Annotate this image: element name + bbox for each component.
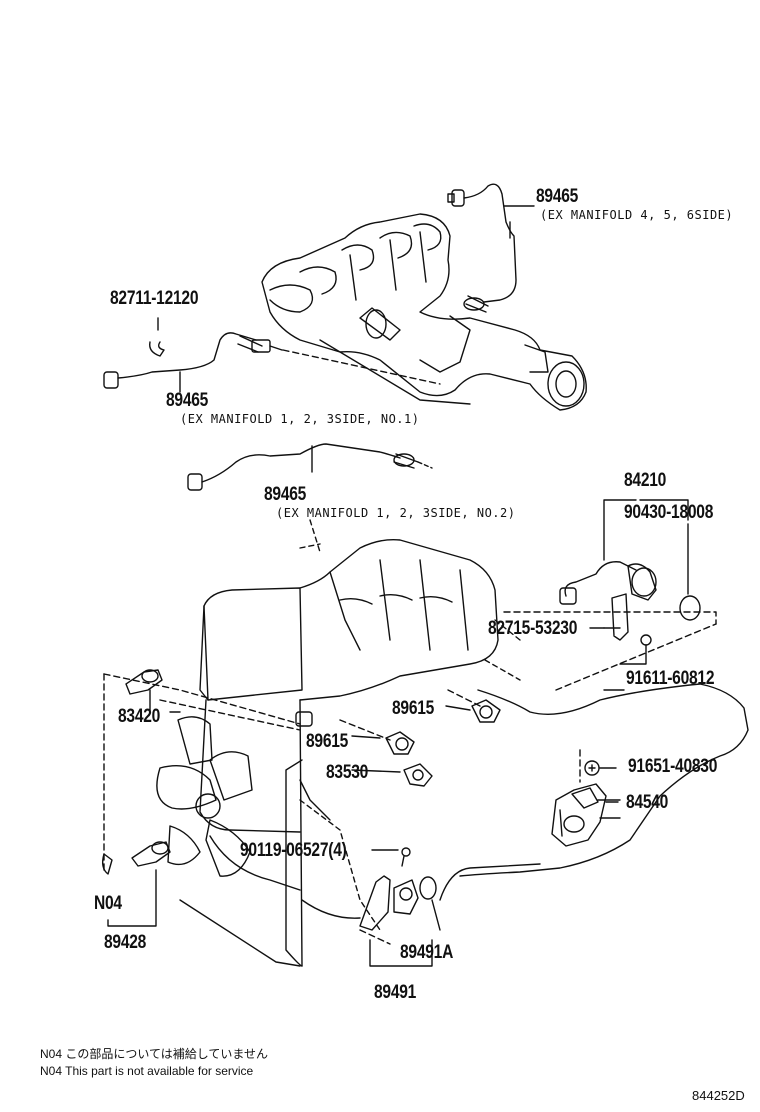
note-ex-manifold-456: (EX MANIFOLD 4, 5, 6SIDE) — [540, 208, 734, 222]
note-ex-manifold-123-no1: (EX MANIFOLD 1, 2, 3SIDE, NO.1) — [180, 412, 420, 426]
o2-sensor-89465-upper — [447, 183, 535, 313]
part-label-89465-lower[interactable]: 89465 — [264, 484, 307, 505]
label-leaders — [169, 627, 625, 851]
diagram-code: 844252D — [692, 1088, 745, 1103]
part-label-83420[interactable]: 83420 — [118, 706, 161, 727]
footnote-japanese: N04 この部品については補給していません — [40, 1047, 269, 1061]
dashed-leaders — [103, 611, 717, 945]
part-label-84210[interactable]: 84210 — [624, 470, 667, 491]
sensor-83420-top — [125, 669, 163, 713]
part-label-n04[interactable]: N04 — [94, 893, 122, 914]
part-label-89428[interactable]: 89428 — [104, 932, 147, 953]
o2-sensor-89465-middle — [103, 332, 441, 393]
o2-sensor-89465-lower — [187, 443, 433, 491]
part-label-90430-18008[interactable]: 90430-18008 — [624, 502, 714, 523]
part-label-82715-53230[interactable]: 82715-53230 — [488, 618, 578, 639]
part-label-83530[interactable]: 83530 — [326, 762, 369, 783]
part-label-91651-40830[interactable]: 91651-40830 — [628, 756, 718, 777]
engine-block — [179, 519, 541, 967]
part-label-82711-12120[interactable]: 82711-12120 — [110, 288, 199, 309]
sensor-84210 — [559, 499, 701, 621]
part-label-89491a[interactable]: 89491A — [400, 942, 454, 963]
cooling-fan — [156, 716, 253, 877]
part-label-89615-upper[interactable]: 89615 — [392, 698, 435, 719]
sensor-83530 — [403, 763, 433, 787]
part-label-90119-06527[interactable]: 90119-06527(4) — [240, 840, 347, 861]
part-label-89465-upper[interactable]: 89465 — [536, 186, 579, 207]
footnote-english: N04 This part is not available for servi… — [40, 1064, 254, 1078]
sensor-89491 — [359, 847, 441, 967]
part-label-84540[interactable]: 84540 — [626, 792, 669, 813]
bracket-82715 — [603, 593, 652, 665]
throttle-position-sensor-84540 — [551, 760, 621, 847]
part-label-91611-60812[interactable]: 91611-60812 — [626, 668, 715, 689]
part-label-89465-middle[interactable]: 89465 — [166, 390, 209, 411]
note-ex-manifold-123-no2: (EX MANIFOLD 1, 2, 3SIDE, NO.2) — [276, 506, 516, 520]
sensor-89615-upper — [471, 699, 501, 723]
intake-pipe — [459, 683, 749, 877]
part-label-89491[interactable]: 89491 — [374, 982, 417, 1003]
part-label-89615-lower[interactable]: 89615 — [306, 731, 349, 752]
exhaust-manifold — [261, 213, 587, 411]
sensor-89615-lower — [385, 731, 415, 755]
clip-82711 — [149, 317, 165, 357]
sensor-89428 — [101, 841, 171, 927]
